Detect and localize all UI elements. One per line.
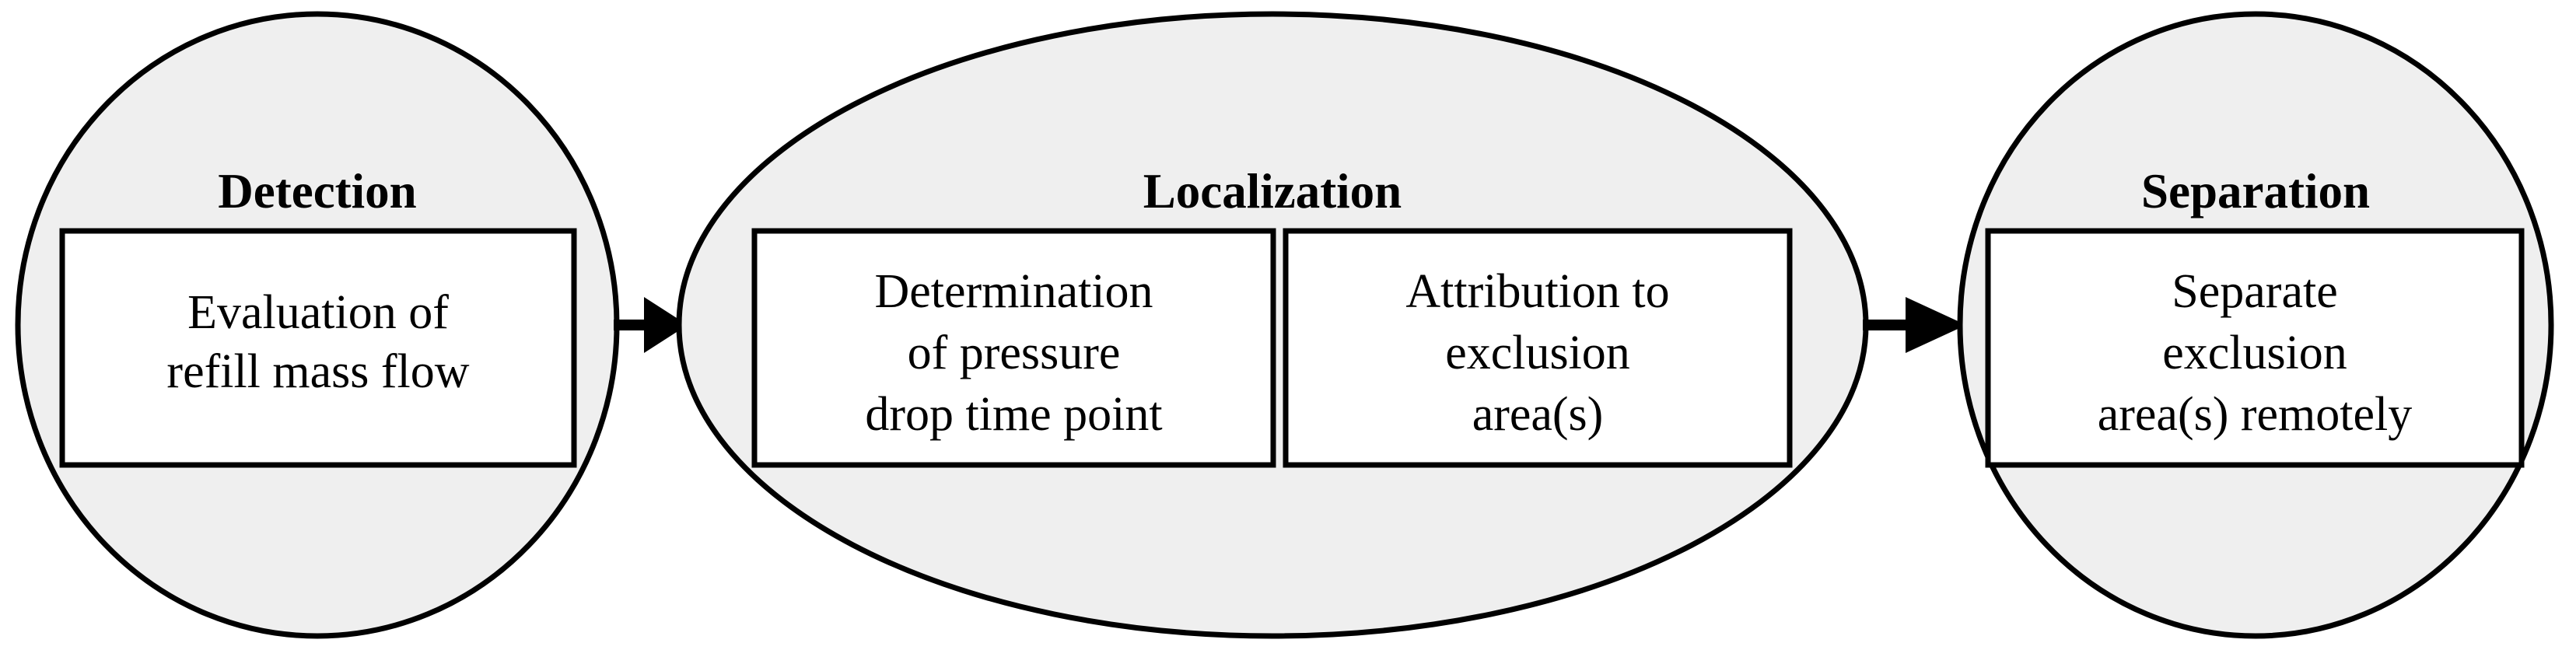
arrow-detection-to-localization bbox=[614, 297, 688, 353]
task-box-line: Determination bbox=[874, 265, 1153, 318]
task-box-line: area(s) remotely bbox=[2098, 388, 2412, 441]
stage-group-localization: Localization Determination of pressure d… bbox=[676, 11, 1869, 639]
task-box-line: Evaluation of bbox=[187, 286, 449, 339]
stage-group-separation: Separation Separate exclusion area(s) re… bbox=[1957, 11, 2554, 639]
stage-title-detection: Detection bbox=[218, 164, 416, 218]
task-box-determination-of-pressure-drop-time-point[interactable] bbox=[751, 228, 1276, 468]
stage-group-detection: Detection Evaluation of refill mass flow bbox=[15, 11, 620, 639]
arrow-localization-to-separation bbox=[1863, 297, 1966, 353]
task-box-line: refill mass flow bbox=[166, 345, 469, 398]
stage-title-localization: Localization bbox=[1143, 164, 1402, 218]
task-box-line: Attribution to bbox=[1405, 265, 1669, 318]
task-box-line: area(s) bbox=[1472, 388, 1604, 441]
task-box-separate-exclusion-areas-remotely[interactable] bbox=[1985, 228, 2525, 468]
task-box-attribution-to-exclusion-areas[interactable] bbox=[1283, 228, 1793, 468]
task-box-line: exclusion bbox=[2162, 327, 2347, 379]
task-box-line: drop time point bbox=[865, 388, 1162, 441]
task-box-evaluation-of-refill-mass-flow[interactable] bbox=[59, 228, 577, 468]
task-box-line: of pressure bbox=[908, 327, 1121, 379]
task-box-line: Separate bbox=[2172, 265, 2337, 318]
task-box-line: exclusion bbox=[1445, 327, 1630, 379]
stage-title-separation: Separation bbox=[2141, 164, 2370, 218]
arrow-head-icon bbox=[644, 297, 688, 353]
arrow-head-icon bbox=[1906, 297, 1966, 353]
